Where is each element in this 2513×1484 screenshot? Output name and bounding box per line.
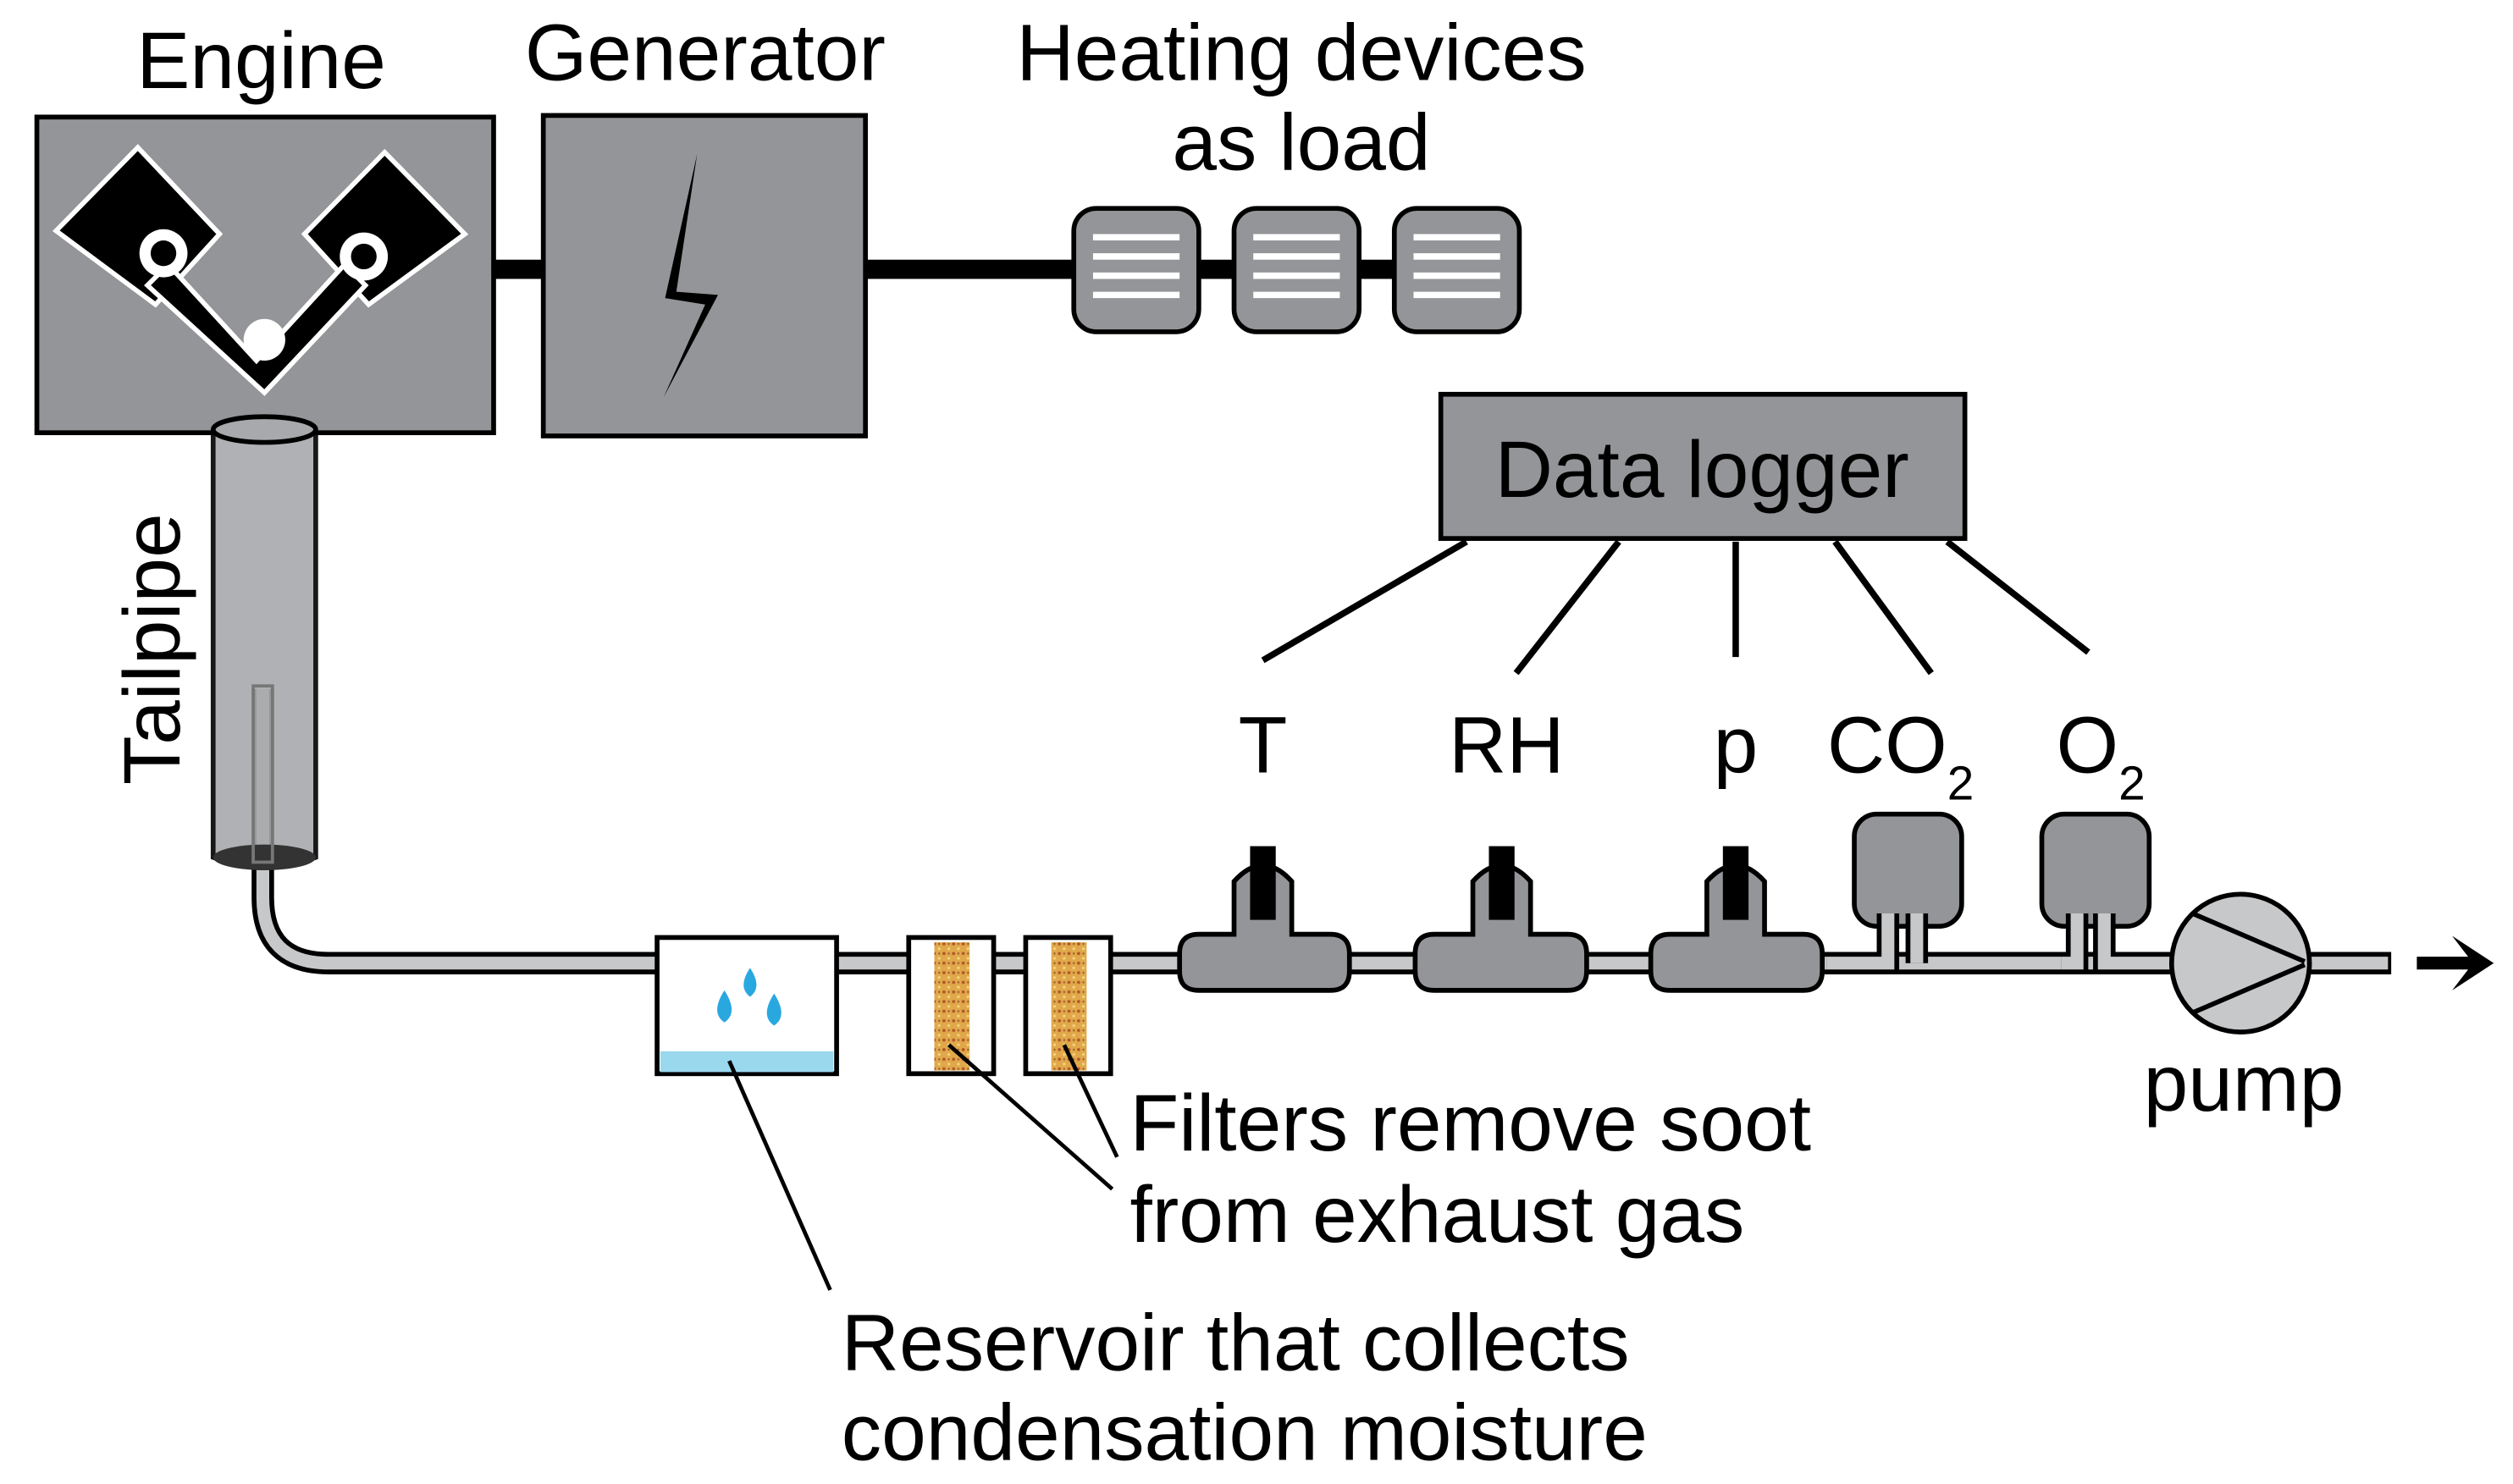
heater-icon <box>1391 206 1522 334</box>
tailpipe <box>210 414 318 870</box>
filters-annotation-line2: from exhaust gas <box>1129 1170 1744 1260</box>
generator-label: Generator <box>525 8 886 98</box>
data-logger-label: Data logger <box>1495 425 1909 515</box>
filters-annotation-line1: Filters remove soot <box>1129 1079 1811 1168</box>
pump-label: pump <box>2144 1039 2345 1128</box>
annotation-leaders <box>727 1043 1119 1291</box>
o2-sensor <box>2039 811 2180 974</box>
heating-label-line2: as load <box>1172 98 1430 188</box>
flow-arrow-icon <box>2416 935 2494 990</box>
pressure-sensor <box>1648 846 1825 993</box>
piston-icon <box>52 144 469 396</box>
logger-wires <box>1261 538 2090 676</box>
data-logger: Data logger <box>1438 391 1968 541</box>
heating-label-line1: Heating devices <box>1016 8 1586 98</box>
sensor-label-p: p <box>1714 700 1759 790</box>
sensor-label-co2: CO2 <box>1827 700 1974 810</box>
heater-icon <box>1231 206 1361 334</box>
heater-icon <box>1071 206 1201 334</box>
water-drops-icon <box>717 968 782 1026</box>
temperature-sensor <box>1177 846 1352 993</box>
soot-filter <box>906 935 997 1077</box>
sensor-label-o2: O2 <box>2057 700 2146 810</box>
generator-box <box>540 113 868 439</box>
heating-devices <box>1071 206 1522 334</box>
reservoir <box>654 935 839 1077</box>
lightning-icon <box>663 153 718 398</box>
tailpipe-label: Tailpipe <box>108 513 197 785</box>
sensor-label-rh: RH <box>1449 700 1565 790</box>
pump-icon <box>2168 891 2312 1034</box>
sample-line <box>251 689 2392 974</box>
sensor-label-t: T <box>1239 700 1288 790</box>
engine-label: Engine <box>136 16 386 106</box>
engine-box <box>34 114 496 436</box>
humidity-sensor <box>1412 846 1589 993</box>
soot-filter <box>1023 935 1113 1077</box>
reservoir-annotation-line1: Reservoir that collects <box>842 1299 1630 1388</box>
co2-sensor <box>1826 811 1964 974</box>
reservoir-annotation-line2: condensation moisture <box>842 1388 1648 1478</box>
